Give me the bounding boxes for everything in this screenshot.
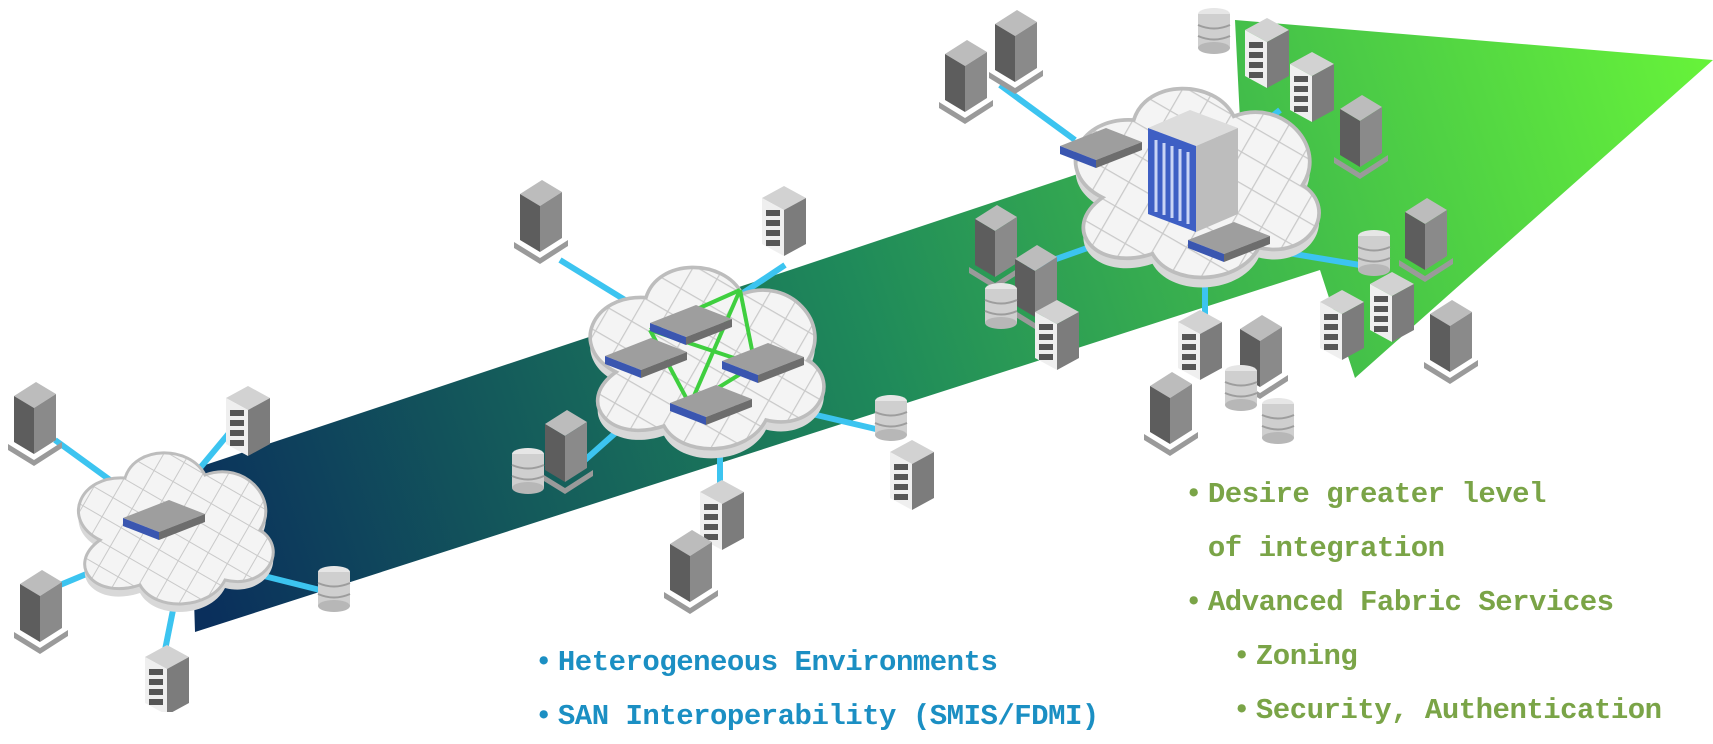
bullet-subitem: •Zoning xyxy=(1233,640,1358,673)
disk-icon xyxy=(984,282,1018,330)
bullet-text: SAN Interoperability (SMIS/FDMI) xyxy=(557,700,1099,733)
storage-icon xyxy=(1178,310,1222,380)
server-icon xyxy=(989,10,1043,94)
bullet-item: •Heterogeneous Environments xyxy=(535,646,998,679)
server-icon xyxy=(664,530,718,614)
bullet-subitem: •Security, Authentication xyxy=(1233,694,1662,727)
bullet-item: •Advanced Fabric Services xyxy=(1185,586,1614,619)
disk-icon xyxy=(511,447,545,495)
server-icon xyxy=(8,382,62,466)
server-icon xyxy=(1290,52,1334,122)
storage-icon xyxy=(1035,300,1079,370)
middle-bullet-list: •Heterogeneous Environments •SAN Interop… xyxy=(535,636,1099,744)
evolution-arrow xyxy=(190,20,1713,632)
server-icon xyxy=(14,570,68,654)
storage-icon xyxy=(1320,290,1364,360)
bullet-text: Advanced Fabric Services xyxy=(1207,586,1614,619)
disk-icon xyxy=(1357,229,1391,277)
right-bullet-list: •Desire greater level of integration •Ad… xyxy=(1185,468,1662,738)
disk-icon xyxy=(317,565,351,613)
storage-icon xyxy=(1370,272,1414,342)
disk-icon xyxy=(1197,7,1231,55)
server-icon xyxy=(762,186,806,256)
san-evolution-diagram xyxy=(8,7,1713,712)
server-icon xyxy=(1144,372,1198,456)
server-icon xyxy=(939,40,993,124)
bullet-text: Heterogeneous Environments xyxy=(557,646,998,679)
bullet-item: •Desire greater level of integration xyxy=(1185,468,1662,576)
server-icon xyxy=(1245,18,1289,88)
disk-icon xyxy=(1224,364,1258,412)
bullet-text: Security, Authentication xyxy=(1255,694,1662,727)
storage-icon xyxy=(890,440,934,510)
director-icon xyxy=(1148,110,1238,232)
server-icon xyxy=(1424,300,1478,384)
disk-icon xyxy=(1261,397,1295,445)
server-icon xyxy=(226,386,270,456)
disk-icon xyxy=(874,394,908,442)
server-icon xyxy=(514,180,568,264)
storage-icon xyxy=(145,645,189,712)
bullet-text: Desire greater level of integration xyxy=(1207,478,1547,565)
bullet-item: •SAN Interoperability (SMIS/FDMI) xyxy=(535,700,1099,733)
bullet-text: Zoning xyxy=(1255,640,1358,673)
